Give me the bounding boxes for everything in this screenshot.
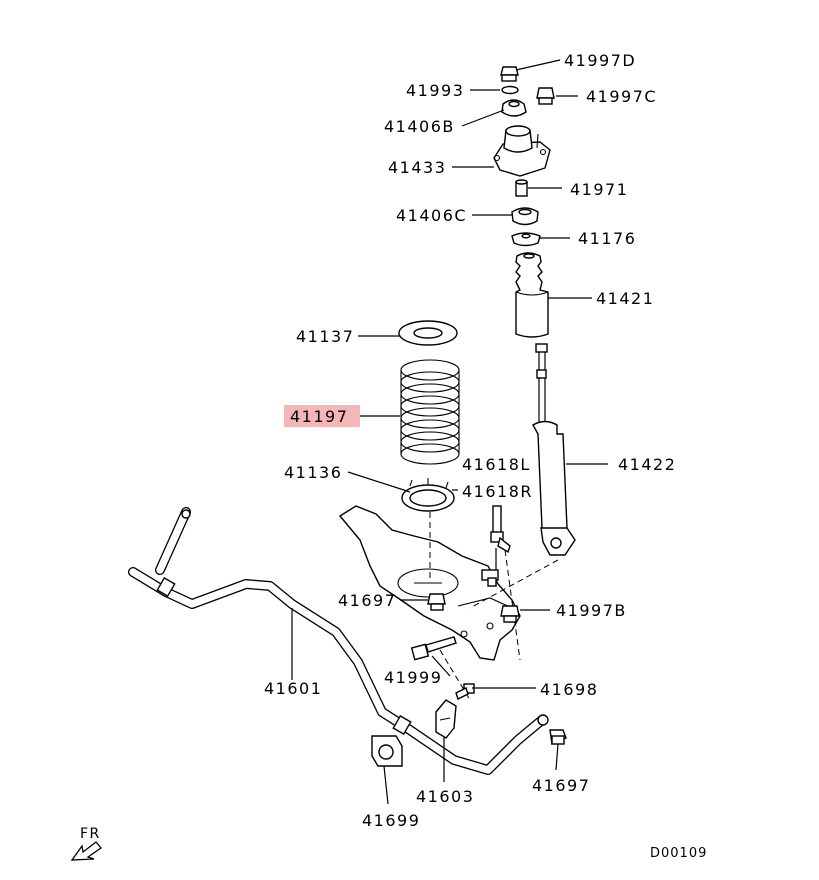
shock-absorber-41422-drawing (532, 343, 576, 556)
bolt-41698-drawing (455, 683, 475, 700)
diagram-code: D00109 (650, 846, 707, 861)
part-label-41601[interactable]: 41601 (264, 679, 322, 698)
part-label-41698[interactable]: 41698 (540, 680, 598, 699)
bushing-41406b-drawing (501, 99, 527, 117)
dust-boot-41421-drawing (515, 252, 549, 338)
part-label-41136[interactable]: 41136 (284, 463, 342, 482)
bolt-41999-drawing (410, 636, 457, 661)
part-label-41618r[interactable]: 41618R (462, 482, 533, 501)
part-label-41999[interactable]: 41999 (384, 668, 442, 687)
stabilizer-link-41618-drawing (481, 505, 511, 587)
part-label-41422[interactable]: 41422 (618, 455, 676, 474)
stabilizer-bar-41601-drawing (128, 507, 549, 775)
cup-41176-drawing (511, 232, 541, 247)
part-label-41697-lower[interactable]: 41697 (532, 776, 590, 795)
part-label-41406c[interactable]: 41406C (396, 206, 467, 225)
align-line-link (504, 549, 521, 661)
upper-seat-41137-drawing (398, 320, 458, 346)
part-label-41421[interactable]: 41421 (596, 289, 654, 308)
lower-seat-41136-drawing (401, 478, 455, 512)
part-label-41197[interactable]: 41197 (290, 407, 348, 426)
part-label-41971[interactable]: 41971 (570, 180, 628, 199)
part-label-41618l[interactable]: 41618L (462, 455, 531, 474)
part-label-41406b[interactable]: 41406B (384, 117, 455, 136)
lower-arm-drawing (338, 505, 521, 661)
nut-41997b-drawing (500, 605, 520, 623)
part-label-41997b[interactable]: 41997B (556, 601, 627, 620)
washer-41993-drawing (501, 85, 519, 95)
align-line-shock (469, 559, 559, 609)
part-label-41699[interactable]: 41699 (362, 811, 420, 830)
nut-41997c-drawing (536, 87, 555, 105)
part-label-41603[interactable]: 41603 (416, 787, 474, 806)
part-label-41137[interactable]: 41137 (296, 327, 354, 346)
bushing-41406c-drawing (511, 207, 539, 226)
part-label-41993[interactable]: 41993 (406, 81, 464, 100)
nut-41997d-drawing (500, 66, 519, 82)
part-label-41176[interactable]: 41176 (578, 229, 636, 248)
part-label-41997c[interactable]: 41997C (586, 87, 657, 106)
front-marker-label: FR (80, 826, 101, 842)
part-label-41433[interactable]: 41433 (388, 158, 446, 177)
collar-41971-drawing (515, 179, 528, 197)
front-arrow-icon (70, 841, 102, 861)
part-label-41997d[interactable]: 41997D (564, 51, 636, 70)
nut-41697-lower-drawing (549, 729, 567, 746)
coil-spring-41197-drawing (400, 359, 460, 465)
front-direction-marker: FR (70, 826, 102, 861)
part-label-41697-upper[interactable]: 41697 (338, 591, 396, 610)
highlight-box (284, 405, 360, 427)
upper-mount-41433-drawing (493, 125, 551, 177)
nut-41697-upper-drawing (427, 593, 446, 611)
bracket-41603-drawing (435, 699, 457, 739)
leader-lines (291, 59, 608, 805)
bushing-41699-drawing (371, 735, 403, 767)
